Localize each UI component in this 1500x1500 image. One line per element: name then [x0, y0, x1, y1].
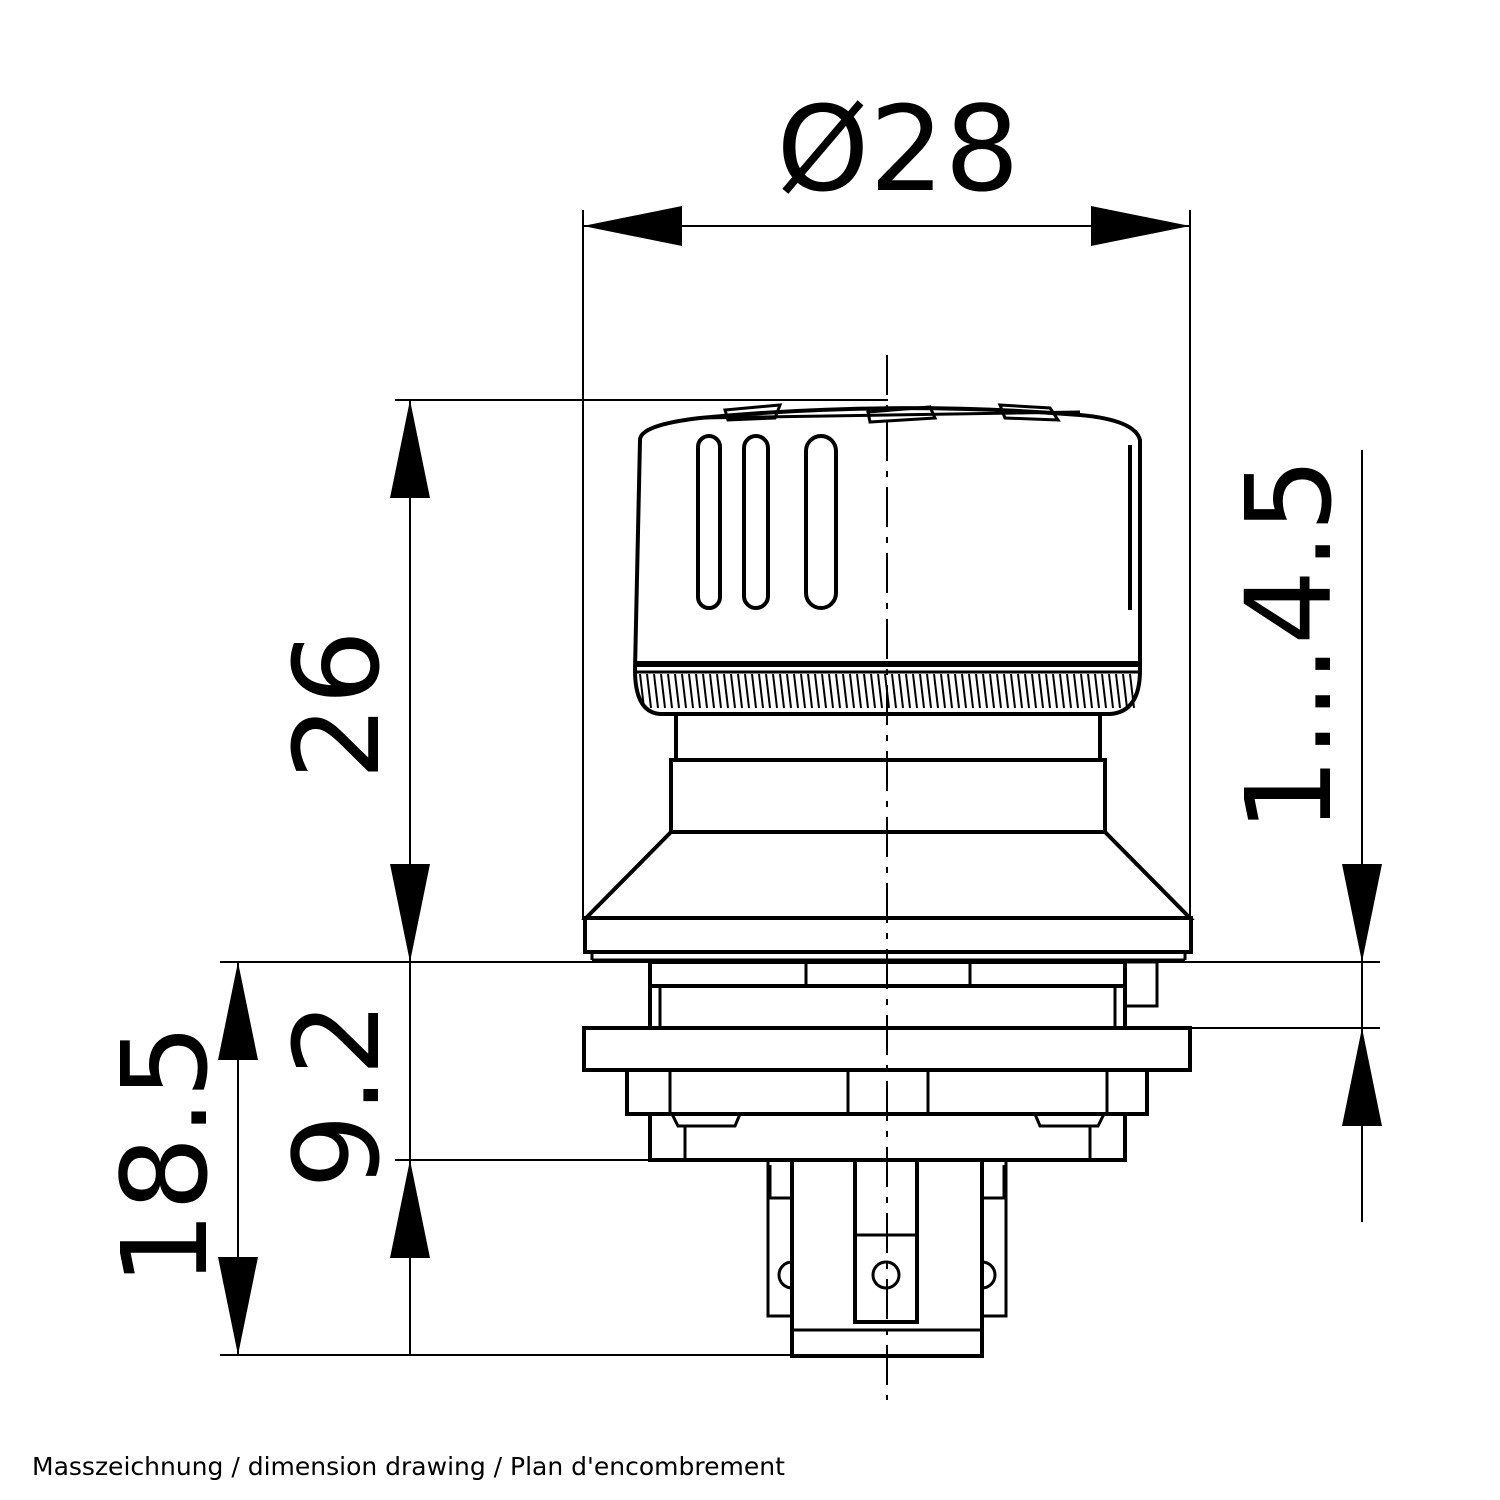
dim-panel-range: [1125, 450, 1382, 1222]
dim-panel-range-label: 1...4.5: [1220, 457, 1358, 832]
switch-body: [582, 960, 1192, 1162]
dim-height-body: [390, 1159, 650, 1258]
dim-height-top-label: 26: [268, 630, 406, 780]
dim-height-total: [218, 962, 792, 1356]
dim-height-total-label: 18.5: [96, 1024, 234, 1287]
terminals: [766, 1158, 1008, 1358]
dim-diameter: [582, 206, 1191, 920]
dim-diameter-label: Ø28: [776, 80, 1019, 218]
dim-height-body-label: 9.2: [268, 1001, 406, 1189]
figure-caption: Masszeichnung / dimension drawing / Plan…: [32, 1452, 785, 1481]
dim-height-top: [220, 399, 888, 1355]
